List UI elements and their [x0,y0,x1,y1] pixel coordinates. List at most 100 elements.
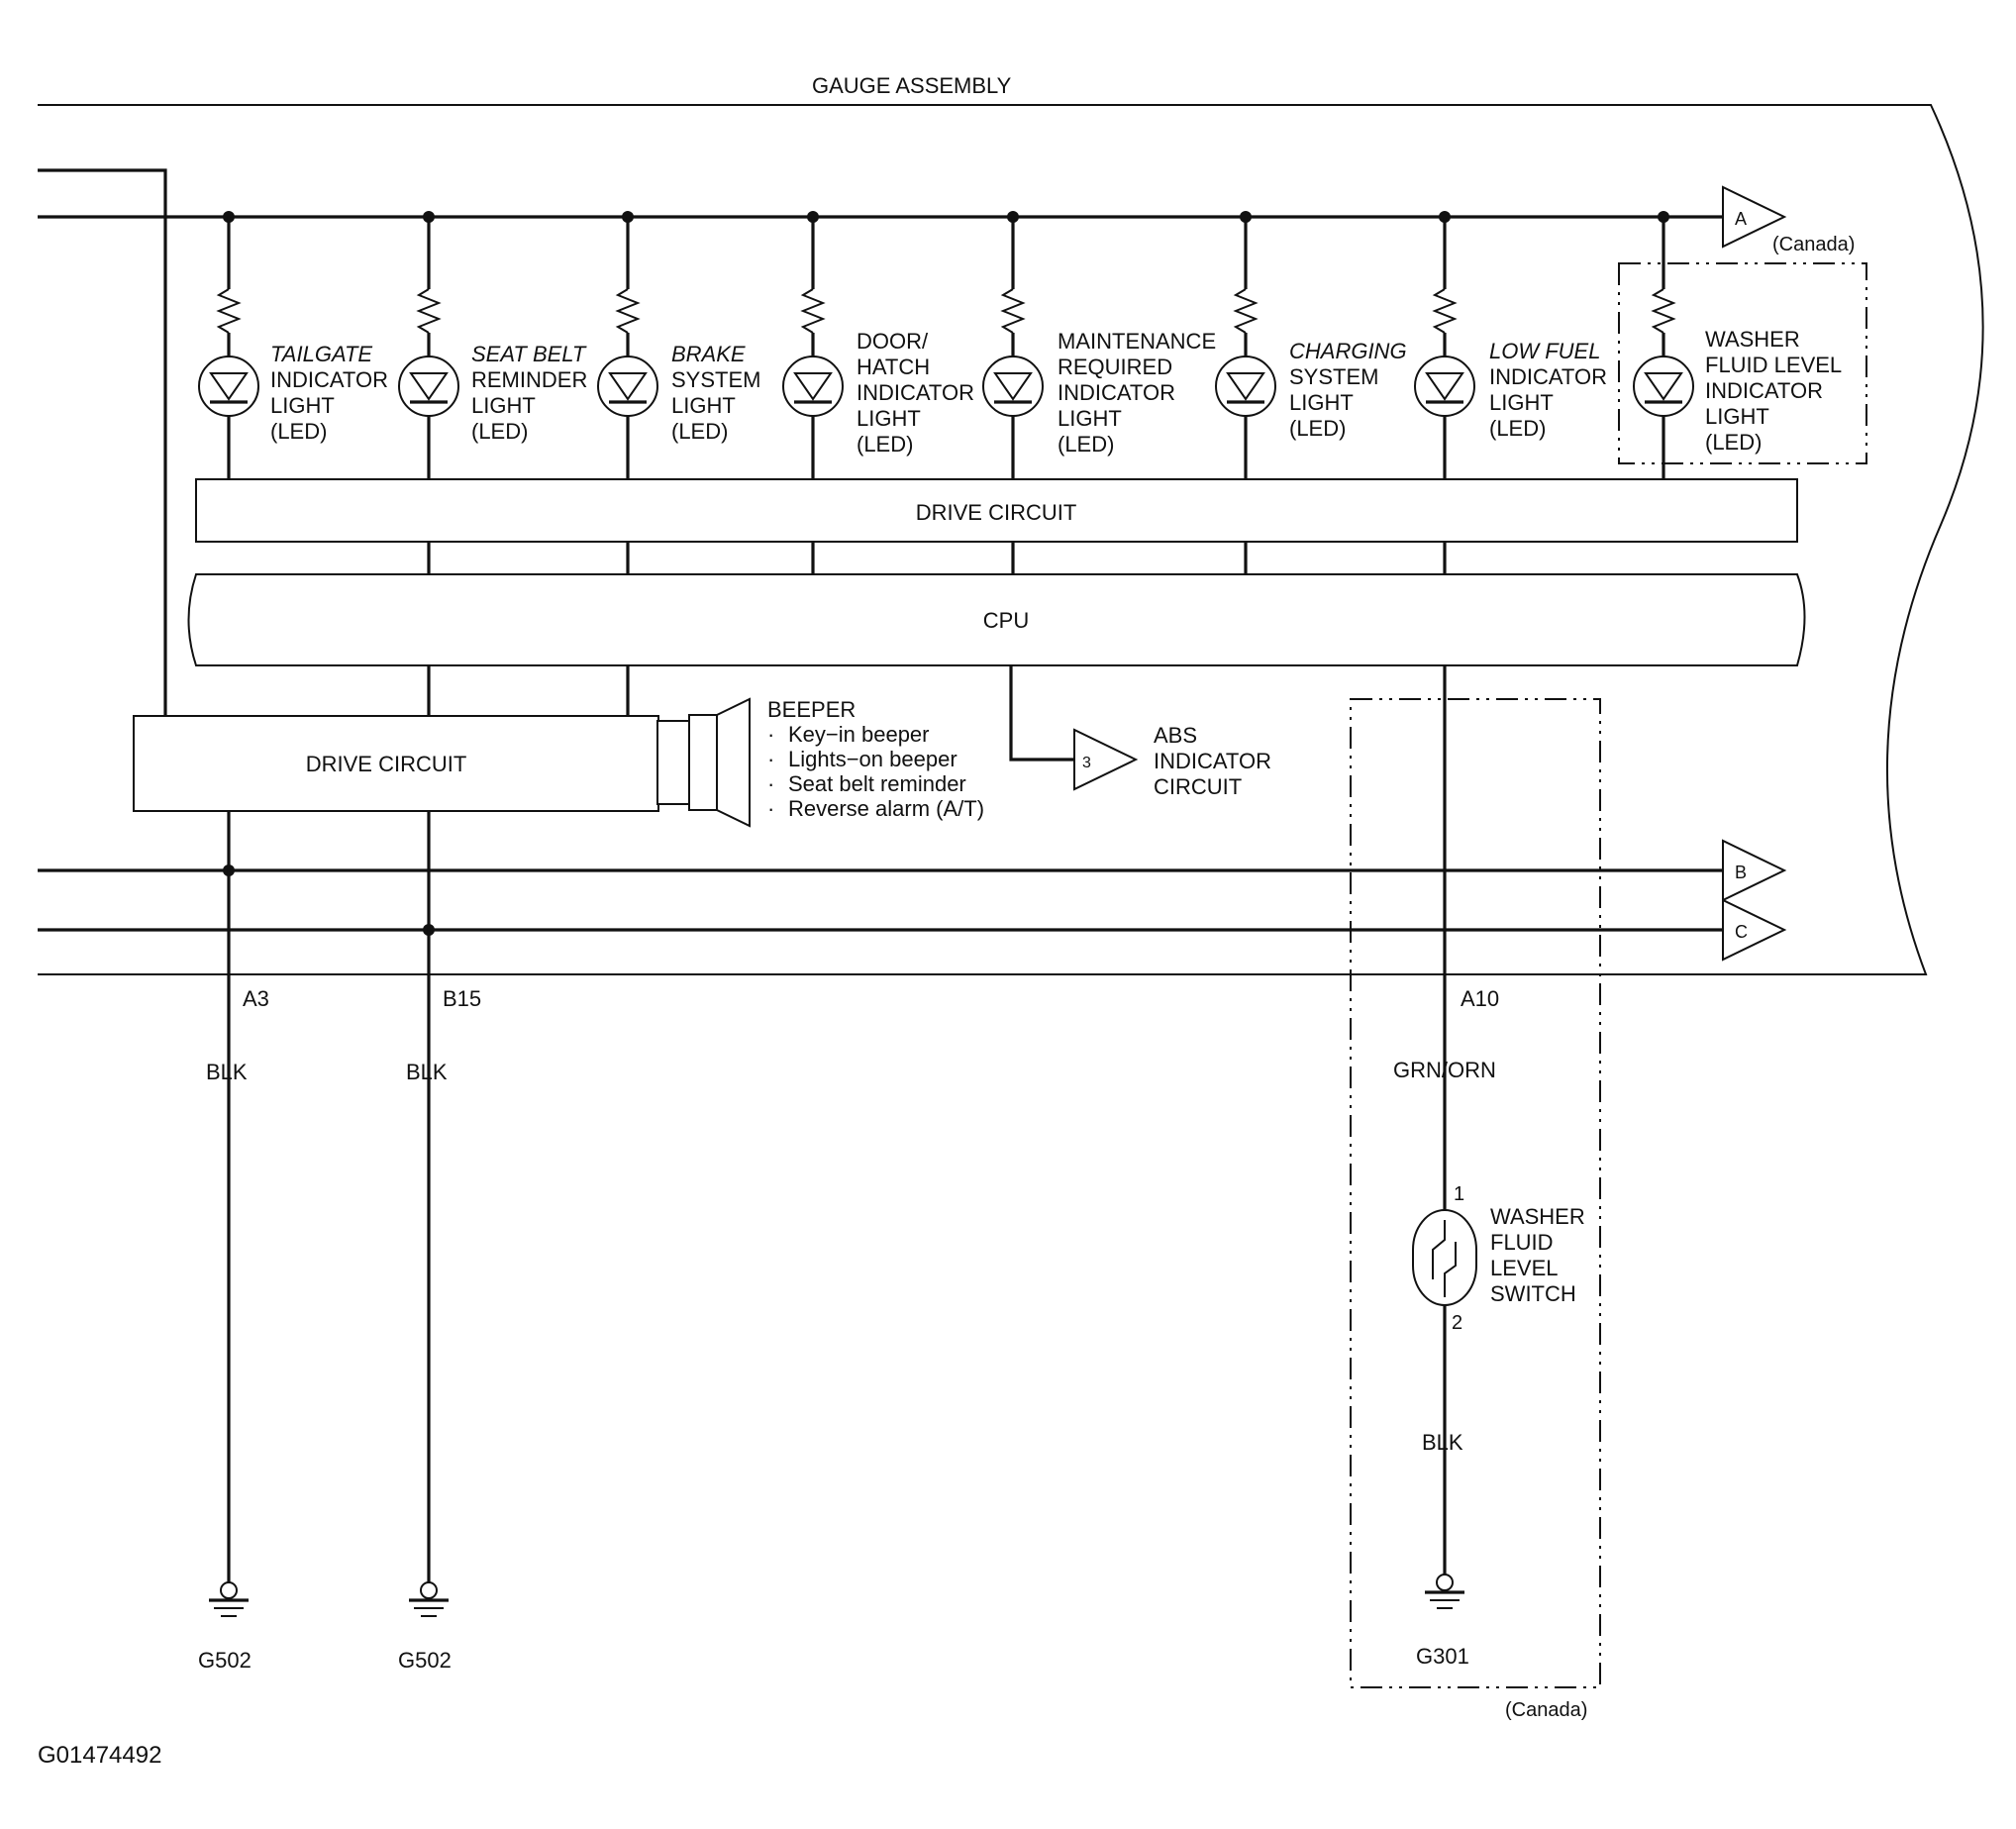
ground-g301: G301 [1416,1644,1469,1669]
terminal-a3: A3 [243,986,269,1011]
led-7-line-3: LIGHT [1489,390,1554,415]
led-3-line-2: SYSTEM [671,367,760,392]
led-4-line-1: DOOR/ [857,329,929,354]
washer-fluid-level-switch [1412,1209,1477,1306]
abs-line-3: CIRCUIT [1154,774,1242,799]
led-5-line-2: REQUIRED [1058,355,1172,379]
led-seat-belt [398,217,459,479]
led-1-line-4: (LED) [270,419,327,444]
led-columns [198,217,1867,479]
beeper: BEEPER · Key−in beeper · Lights−on beepe… [656,697,984,828]
led-4-line-4: LIGHT [857,406,921,431]
figure-id: G01474492 [38,1742,161,1769]
drive-to-cpu-links [427,542,1447,574]
beeper-bullet-4: · [767,796,774,821]
abs-connector-number: 3 [1082,755,1091,771]
led-maintenance [982,217,1044,479]
led-6-line-2: SYSTEM [1289,364,1378,389]
led-5-line-1: MAINTENANCE [1058,329,1216,354]
led-7-line-1: LOW FUEL [1489,339,1600,363]
terminal-b15: B15 [443,986,481,1011]
led-charging [1215,217,1276,479]
canada-option-box-bottom [1350,698,1601,1688]
switch-line-2: FLUID [1490,1230,1554,1255]
connector-b-label: B [1735,863,1747,882]
led-5-line-4: LIGHT [1058,406,1122,431]
ground-symbol-2 [409,1581,449,1617]
connector-c-label: C [1735,922,1748,942]
ground-g502-1: G502 [198,1648,252,1673]
switch-line-1: WASHER [1490,1204,1585,1229]
led-2-line-3: LIGHT [471,393,536,418]
led-4-line-3: INDICATOR [857,380,974,405]
ground-g502-2: G502 [398,1648,452,1673]
beeper-bullet-2: · [767,747,774,771]
gauge-assembly-housing: GAUGE ASSEMBLY [38,73,1984,975]
canada-option-box-top [1618,262,1867,464]
connector-a-arrow [1722,185,1787,249]
washer-switch-section: A10 GRN/ORN 1 2 WASHER FLUID LEVEL SWITC… [1350,698,1601,1721]
led-2-line-2: REMINDER [471,367,587,392]
led-brake [597,217,658,479]
led-6-line-4: (LED) [1289,416,1346,441]
led-4-line-2: HATCH [857,355,930,379]
ground-symbol-3 [1425,1574,1464,1609]
abs-line-2: INDICATOR [1154,749,1271,773]
led-1-line-1: TAILGATE [270,342,372,366]
led-2-line-4: (LED) [471,419,528,444]
cpu-block: CPU [187,573,1806,666]
led-5-line-5: (LED) [1058,432,1114,457]
wire-color-2: BLK [406,1060,448,1084]
led-7-line-4: (LED) [1489,416,1546,441]
beeper-item-4: Reverse alarm (A/T) [788,796,984,821]
beeper-title: BEEPER [767,697,856,722]
drive-circuit-bottom-label: DRIVE CIRCUIT [306,752,467,776]
beeper-bullet-1: · [767,722,774,747]
connector-b-arrow [1722,839,1787,902]
led-label-texts: TAILGATE INDICATOR LIGHT (LED) SEAT BELT… [270,327,1842,457]
connector-a-label: A [1735,209,1747,229]
beeper-item-2: Lights−on beeper [788,747,958,771]
led-low-fuel [1414,217,1475,479]
beeper-bullet-3: · [767,771,774,796]
led-door-hatch [782,217,844,479]
led-washer-fluid [1618,217,1867,479]
led-1-line-2: INDICATOR [270,367,388,392]
cpu-label: CPU [983,608,1029,633]
canada-label-top: (Canada) [1772,234,1855,255]
led-2-line-1: SEAT BELT [471,342,587,366]
led-1-line-3: LIGHT [270,393,335,418]
led-8-line-5: (LED) [1705,430,1762,455]
led-3-line-3: LIGHT [671,393,736,418]
led-7-line-2: INDICATOR [1489,364,1607,389]
abs-indicator-connector: 3 ABS INDICATOR CIRCUIT [1073,723,1271,799]
canada-label-bottom: (Canada) [1505,1699,1587,1721]
wire-color-1: BLK [206,1060,248,1084]
wire-color-4: BLK [1422,1430,1463,1455]
ground-symbol-1 [209,1581,249,1617]
led-8-line-2: FLUID LEVEL [1705,353,1842,377]
led-6-line-1: CHARGING [1289,339,1407,363]
beeper-item-3: Seat belt reminder [788,771,966,796]
led-4-line-5: (LED) [857,432,913,457]
switch-pin-2: 2 [1452,1312,1462,1334]
led-8-line-3: INDICATOR [1705,378,1823,403]
drive-circuit-bottom: DRIVE CIRCUIT [133,715,659,812]
terminal-a10: A10 [1461,986,1499,1011]
led-3-line-4: (LED) [671,419,728,444]
led-tailgate [198,217,259,479]
drive-circuit-top: DRIVE CIRCUIT [195,478,1798,543]
bus-b-c: B C [38,839,1787,962]
ground-wires: A3 B15 BLK BLK G502 G502 [198,811,481,1673]
switch-line-4: SWITCH [1490,1281,1576,1306]
gauge-assembly-title: GAUGE ASSEMBLY [812,73,1012,98]
led-3-line-1: BRAKE [671,342,746,366]
abs-line-1: ABS [1154,723,1197,748]
led-8-line-1: WASHER [1705,327,1800,352]
led-8-line-4: LIGHT [1705,404,1769,429]
cpu-downlinks [427,665,1447,1575]
switch-pin-1: 1 [1454,1183,1464,1205]
led-5-line-3: INDICATOR [1058,380,1175,405]
wire-color-3: GRN/ORN [1393,1058,1496,1082]
